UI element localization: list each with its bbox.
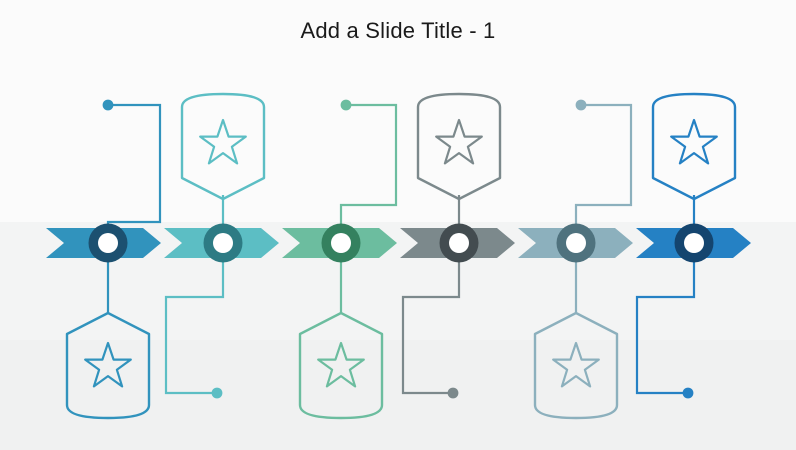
- endpoint-dot-step-6: [682, 387, 694, 399]
- node-step-6[interactable]: [674, 223, 714, 263]
- star-icon: [670, 118, 718, 165]
- connector-step-4: [401, 243, 461, 395]
- star-icon: [317, 341, 365, 388]
- page-title: Add a Slide Title - 1: [300, 18, 496, 43]
- connector-step-1: [106, 103, 162, 243]
- node-step-1[interactable]: [88, 223, 128, 263]
- star-icon: [199, 118, 247, 165]
- endpoint-dot-step-2: [211, 387, 223, 399]
- connector-step-2: [164, 243, 225, 395]
- endpoint-dot-step-5: [575, 99, 587, 111]
- badge-bottom-step-3[interactable]: [298, 311, 384, 420]
- node-step-5[interactable]: [556, 223, 596, 263]
- node-step-2[interactable]: [203, 223, 243, 263]
- connector-step-5: [574, 103, 633, 243]
- endpoint-dot-step-1: [102, 99, 114, 111]
- badge-top-step-4[interactable]: [416, 92, 502, 201]
- badge-bottom-step-1[interactable]: [65, 311, 151, 420]
- star-icon: [552, 341, 600, 388]
- star-icon: [435, 118, 483, 165]
- connector-step-3: [339, 103, 398, 243]
- badge-top-step-2[interactable]: [180, 92, 266, 201]
- endpoint-dot-step-3: [340, 99, 352, 111]
- node-step-4[interactable]: [439, 223, 479, 263]
- badge-bottom-step-5[interactable]: [533, 311, 619, 420]
- badge-top-step-6[interactable]: [651, 92, 737, 201]
- star-icon: [84, 341, 132, 388]
- node-step-3[interactable]: [321, 223, 361, 263]
- endpoint-dot-step-4: [447, 387, 459, 399]
- connector-step-6: [635, 243, 696, 395]
